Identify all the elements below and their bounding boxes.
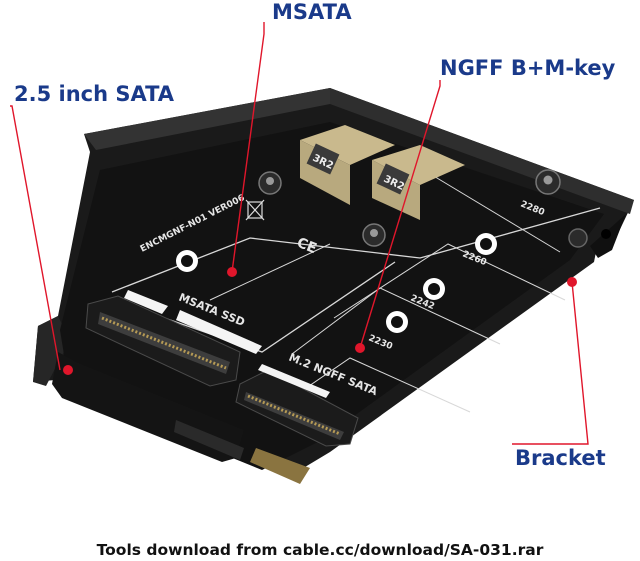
msata-callout-line bbox=[231, 22, 265, 273]
callout-lines bbox=[10, 22, 589, 445]
m2-slot bbox=[235, 364, 359, 447]
sata-label: 2.5 inch SATA bbox=[14, 82, 175, 106]
weee-bin-icon bbox=[245, 199, 265, 221]
sata-callout-line bbox=[10, 105, 61, 371]
regulator-modules bbox=[300, 125, 465, 220]
ngff-callout-line bbox=[359, 80, 441, 349]
sata-connector bbox=[52, 352, 310, 484]
standoffs bbox=[258, 169, 588, 248]
msata-label: MSATA bbox=[272, 0, 352, 24]
ngff-label: NGFF B+M-key bbox=[440, 56, 616, 80]
bracket-callout-line bbox=[512, 281, 589, 445]
bracket-label: Bracket bbox=[515, 446, 606, 470]
pcb-board bbox=[60, 122, 604, 470]
sata-callout-dot bbox=[63, 365, 73, 375]
bracket-callout-dot bbox=[567, 277, 577, 287]
msata-slot bbox=[85, 290, 262, 387]
mounting-holes bbox=[176, 233, 497, 333]
ce-mark: CE bbox=[295, 235, 319, 257]
download-footer: Tools download from cable.cc/download/SA… bbox=[96, 541, 544, 559]
ngff-callout-dot bbox=[355, 343, 365, 353]
msata-callout-dot bbox=[227, 267, 237, 277]
callout-dots bbox=[63, 267, 577, 375]
